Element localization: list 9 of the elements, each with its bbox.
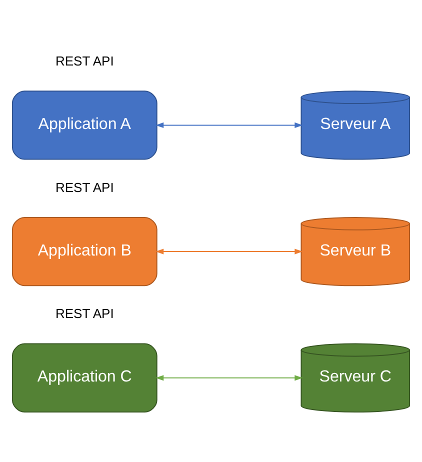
label: REST API bbox=[55, 179, 114, 194]
arrow bbox=[156, 374, 303, 380]
arrow bbox=[156, 248, 303, 254]
node-box: Application C bbox=[12, 342, 158, 412]
node-box: Application B bbox=[12, 216, 158, 286]
arrow bbox=[156, 122, 303, 128]
label: REST API bbox=[55, 52, 114, 68]
node-box: Application A bbox=[12, 90, 158, 160]
label: REST API bbox=[55, 306, 114, 321]
